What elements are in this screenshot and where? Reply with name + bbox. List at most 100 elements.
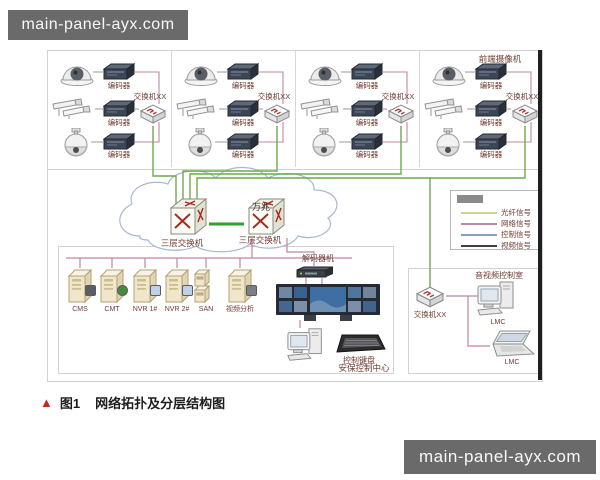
- decoder-label: 解码器机: [302, 254, 334, 263]
- camera-group-1: 编码器 编码器 编码器 交换机XX: [47, 50, 171, 168]
- legend-title-block: [457, 195, 483, 203]
- watermark-bottom-right: main-panel-ayx.com: [404, 440, 596, 474]
- dome-camera-icon: [431, 60, 467, 86]
- dome-camera-icon: [59, 60, 95, 86]
- ptz-camera-icon: [183, 128, 217, 158]
- scan-edge-line: [538, 50, 542, 380]
- bullet-cameras-icon: [299, 96, 345, 120]
- group-switch-label: 交换机XX: [505, 92, 539, 101]
- legend-label-fiber: 光纤信号: [501, 208, 531, 217]
- camera-group-3: 编码器 编码器 编码器 交换机XX: [295, 50, 419, 168]
- switch-icon: [139, 102, 167, 126]
- encoder-icon: [351, 63, 383, 81]
- server-label-video-analysis: 视频分析: [226, 306, 254, 313]
- front-end-cameras-label: 前端摄像机: [478, 54, 522, 64]
- legend-label-video: 视频信号: [501, 241, 531, 250]
- camera-group-2: 编码器 编码器 编码器 交换机XX: [171, 50, 295, 168]
- caption-title: 网络拓扑及分层结构图: [95, 396, 226, 411]
- server-label-cmt: CMT: [104, 306, 120, 313]
- bullet-cameras-icon: [51, 96, 97, 120]
- encoder-label: 编码器: [107, 81, 131, 90]
- pda-icon: [182, 285, 193, 296]
- globe-icon: [117, 285, 128, 296]
- encoder-label: 编码器: [479, 81, 503, 90]
- dome-camera-icon: [183, 60, 219, 86]
- security-control-center-label: 安保控制中心: [338, 363, 390, 373]
- group-divider: [295, 51, 296, 167]
- server-label-nvr2: NVR 2#: [164, 306, 190, 313]
- control-signal-line-icon: [461, 234, 497, 236]
- server-nvr2-icon: [164, 268, 193, 304]
- av-pc-label: LMC: [490, 319, 506, 326]
- server-video-analysis-icon: [226, 268, 257, 304]
- pda-icon: [150, 285, 161, 296]
- group-switch-label: 交换机XX: [257, 92, 291, 101]
- switch-icon: [511, 102, 539, 126]
- encoder-icon: [475, 100, 507, 118]
- caption-figure-number: 图1: [59, 396, 81, 411]
- ptz-camera-icon: [307, 128, 341, 158]
- encoder-label: 编码器: [479, 118, 503, 127]
- group-divider: [171, 51, 172, 167]
- group-divider: [419, 51, 420, 167]
- layer3-switch-label: 三层交换机: [160, 238, 204, 248]
- ptz-camera-icon: [431, 128, 465, 158]
- encoder-icon: [475, 133, 507, 151]
- encoder-icon: [227, 63, 259, 81]
- server-san-icon: [193, 268, 219, 304]
- server-nvr1-icon: [132, 268, 161, 304]
- bullet-cameras-icon: [175, 96, 221, 120]
- encoder-label: 编码器: [231, 81, 255, 90]
- switch-icon: [387, 102, 415, 126]
- network-signal-line-icon: [461, 223, 497, 225]
- av-laptop-icon: [488, 330, 536, 358]
- av-switch-icon: [414, 284, 446, 310]
- fiber-signal-line-icon: [461, 212, 497, 214]
- dome-camera-icon: [307, 60, 343, 86]
- legend-label-control: 控制信号: [501, 230, 531, 239]
- video-signal-line-icon: [461, 245, 497, 247]
- layer3-switch-icon: [165, 195, 209, 237]
- group-switch-label: 交换机XX: [133, 92, 167, 101]
- camera-group-4: 编码器 编码器 编码器 交换机XX: [419, 50, 543, 168]
- server-cmt-icon: [99, 268, 128, 304]
- layer3-switch-label: 三层交换机: [238, 235, 282, 245]
- encoder-icon: [475, 63, 507, 81]
- encoder-icon: [351, 133, 383, 151]
- printer-icon: [85, 285, 96, 296]
- legend-label-network: 网络信号: [501, 219, 531, 228]
- server-label-nvr1: NVR 1#: [132, 306, 158, 313]
- encoder-label: 编码器: [231, 118, 255, 127]
- server-label-san: SAN: [198, 306, 214, 313]
- control-keyboard-label: 控制键盘: [343, 356, 375, 365]
- figure-caption: ▲ 图1 网络拓扑及分层结构图: [40, 393, 225, 412]
- encoder-icon: [351, 100, 383, 118]
- video-wall-icon: [276, 284, 380, 324]
- encoder-icon: [227, 133, 259, 151]
- encoder-label: 编码器: [107, 150, 131, 159]
- encoder-icon: [103, 63, 135, 81]
- encoder-label: 编码器: [231, 150, 255, 159]
- av-pc-icon: [476, 280, 520, 318]
- bullet-cameras-icon: [423, 96, 469, 120]
- av-laptop-label: LMC: [504, 359, 520, 366]
- encoder-label: 编码器: [479, 150, 503, 159]
- encoder-label: 编码器: [355, 81, 379, 90]
- encoder-icon: [103, 133, 135, 151]
- legend: 光纤信号 网络信号 控制信号 视频信号: [450, 190, 542, 250]
- 10g-link-label: 万兆: [251, 202, 270, 212]
- analysis-icon: [246, 285, 257, 296]
- server-cms-icon: [67, 268, 96, 304]
- caption-triangle-icon: ▲: [40, 395, 53, 410]
- operator-pc-icon: [286, 326, 328, 364]
- watermark-top-left: main-panel-ayx.com: [8, 10, 188, 40]
- group-switch-label: 交换机XX: [381, 92, 415, 101]
- encoder-icon: [103, 100, 135, 118]
- switch-icon: [263, 102, 291, 126]
- encoder-label: 编码器: [107, 118, 131, 127]
- av-switch-label: 交换机XX: [413, 310, 447, 319]
- server-label-cms: CMS: [72, 306, 88, 313]
- decoder-icon: [296, 266, 334, 278]
- control-keyboard-icon: [332, 332, 386, 356]
